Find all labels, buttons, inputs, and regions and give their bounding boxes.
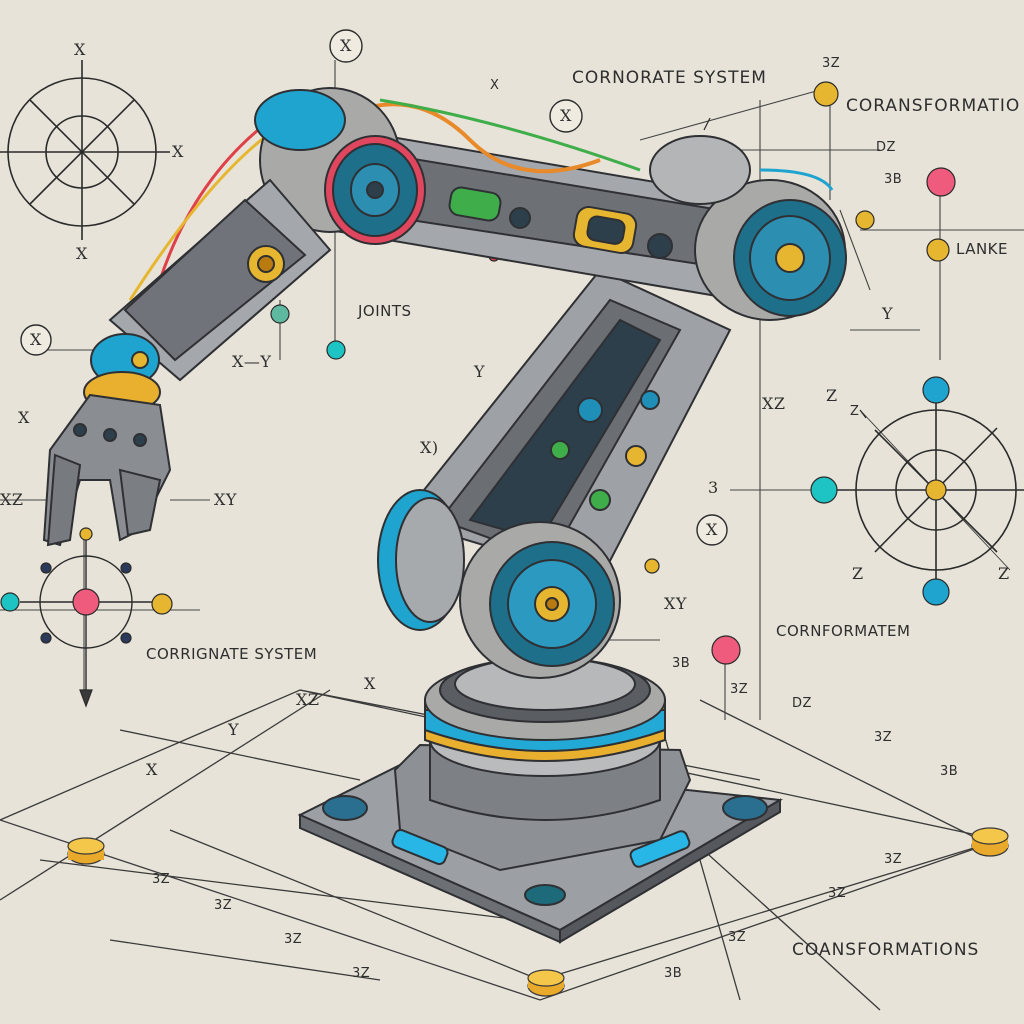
axis-3z-7: 3Z [828, 886, 847, 901]
axis-3-right: 3 [708, 478, 719, 497]
circle-x-label-1: X [340, 36, 352, 55]
axis-3z-8: 3Z [874, 730, 893, 745]
axis-xz-left: XZ [0, 490, 24, 509]
circle-crosshair-icon-top-left [0, 60, 170, 240]
axis-dz-2: DZ [876, 140, 896, 155]
conformation-label: CORNFORMATEM [776, 622, 911, 640]
axis-x-hand: X [18, 408, 30, 427]
axis-x-right-of-circle: X [172, 142, 184, 161]
axis-3z-5: 3Z [728, 930, 747, 945]
robot-base [297, 657, 784, 944]
axis-z-mark: Z [850, 404, 860, 419]
axis-3b-1: 3B [940, 764, 959, 779]
left-crosshair-nodes [0, 527, 173, 708]
axis-3z-10: 3Z [822, 56, 841, 71]
axis-3z-9: 3Z [730, 682, 749, 697]
axis-xy-hand: X—Y [232, 352, 272, 371]
transformations-label-bottom: COANSFORMATIONS [792, 940, 980, 960]
floor-puck-nodes [67, 827, 1009, 997]
circle-x-label-4: X [706, 520, 718, 539]
circle-x-icons [20, 29, 728, 546]
upper-arm [128, 87, 847, 321]
axis-z-circle-left: Z [852, 564, 864, 583]
lanke-label: LANKE [956, 240, 1008, 258]
axis-3z-3: 3Z [284, 932, 303, 947]
axis-3z-2: 3Z [214, 898, 233, 913]
axis-z-right: Z [826, 386, 838, 405]
axis-z-circle-right: Z [998, 564, 1010, 583]
small-crosshair-icon-left [20, 540, 160, 700]
forearm [42, 178, 332, 547]
axis-3b-3: 3B [884, 172, 903, 187]
circle-x-label-3: X [30, 330, 42, 349]
coordinate-system-label-left: CORRIGNATE SYSTEM [146, 645, 318, 663]
axis-ticks [703, 117, 867, 419]
axis-dz-1: DZ [792, 696, 812, 711]
right-circle-nodes [810, 376, 950, 606]
axis-x-small: X [490, 78, 500, 93]
axis-xz-right: XZ [762, 394, 786, 413]
node-dot-icons [270, 81, 956, 665]
axis-xy-base: XY [664, 594, 687, 613]
axis-x-mid: X) [420, 438, 439, 457]
axis-3z-1: 3Z [152, 872, 171, 887]
axis-3z-4: 3Z [352, 966, 371, 981]
coordinate-system-label-top: CORNORATE SYSTEM [572, 68, 767, 88]
axis-y-mid: Y [474, 362, 486, 381]
lower-arm [377, 268, 732, 679]
axis-xz-base: XZ [296, 690, 320, 709]
axis-x-top: X [74, 40, 86, 59]
axis-3b-4: 3B [672, 656, 691, 671]
axis-3b-2: 3B [664, 966, 683, 981]
axis-x-bottom-of-circle: X [76, 244, 88, 263]
axis-x-base: X [364, 674, 376, 693]
circle-x-label-2: X [560, 106, 572, 125]
axis-x-floor: X [146, 760, 158, 779]
joints-label: JOINTS [358, 302, 412, 320]
transformation-label-top: CORANSFORMATIO [846, 96, 1021, 116]
axis-y-right: Y [882, 304, 894, 323]
axis-3z-6: 3Z [884, 852, 903, 867]
axis-xy-arrow: XY [214, 490, 237, 509]
axis-y-base: Y [228, 720, 240, 739]
